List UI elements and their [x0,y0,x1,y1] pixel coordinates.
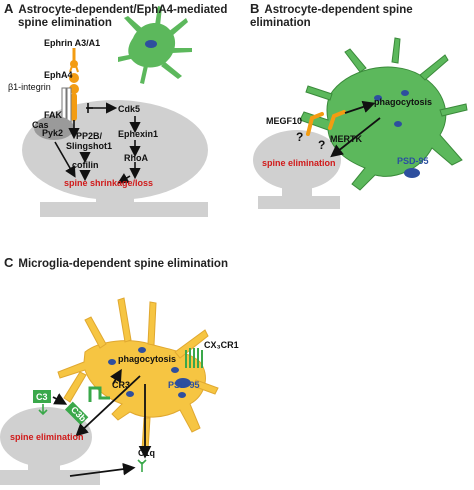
rhoa-label: RhoA [124,153,148,163]
mertk-label: MERTK [330,134,362,144]
c1q-label: C1q [138,448,156,458]
panel-b-astrocyte [299,37,468,191]
panel-b-receptors [306,110,346,136]
panel-a-outcome: spine shrinkage/loss [64,178,154,188]
panel-b-phagocytosis: phagocytosis [374,97,433,107]
cr3-label: CR3 [112,380,131,390]
fak-label: FAK [44,110,62,120]
ephrin-label: Ephrin A3/A1 [44,38,101,48]
pyk2-label: Pyk2 [42,128,64,138]
megf10-label: MEGF10 [266,116,303,126]
panel-c-outcome: spine elimination [10,432,84,442]
cas-label: Cas [32,120,49,130]
c1q-molecule [137,459,147,472]
panel-c-spine [0,407,100,485]
c3b-box [64,401,89,426]
panel-b-outcome: spine elimination [262,158,336,168]
microglia [57,297,219,451]
panel-a-title: A Astrocyte-dependent/EphA4-mediated spin… [4,2,227,30]
panel-b-letter: B [250,1,260,16]
panel-a-title-line1: Astrocyte-dependent/EphA4-mediated [18,4,228,16]
panel-b-spine [253,130,341,209]
fak-complex [34,116,74,140]
panel-c-arrows [52,368,152,477]
c3-label: C3 [36,392,48,402]
epha4-label: EphA4 [44,70,73,80]
panel-a-arrows [54,102,141,184]
panel-b-nuclei [374,90,420,178]
panel-c-letter: C [4,255,14,270]
panel-b-psd95: PSD-95 [397,156,429,166]
b1-integrin-label: β1-integrin [8,82,51,92]
panel-c-nuclei [108,347,191,398]
c3-box [33,390,51,403]
ephrin-ligand [70,48,78,68]
panel-a-letter: A [4,1,14,16]
cofilin-label: cofilin [72,160,99,170]
pp2b-label: PP2B/ [76,131,103,141]
panel-c-title-text: Microglia-dependent spine elimination [18,258,228,270]
c3-deposit [38,404,48,416]
cr3-receptor [88,386,110,402]
panel-c-title: C Microglia-dependent spine elimination [4,256,228,271]
panel-b-question-1: ? [296,130,304,144]
panel-b-title-text: Astrocyte-dependent spine elimination [250,4,413,29]
panel-b-arrows [330,100,381,158]
panel-a-title-line2: spine elimination [18,17,112,29]
panel-c-psd95: PSD-95 [168,380,200,390]
panel-a-astro-nucleus [145,40,157,48]
cx3cr1-receptor [185,348,203,368]
panel-c-phagocytosis: phagocytosis [118,354,177,364]
slingshot-label: Slingshot1 [66,141,113,151]
cdk5-label: Cdk5 [118,104,141,114]
cx3cr1-label: CX₃CR1 [204,340,239,350]
ephexin-label: Ephexin1 [118,129,159,139]
panel-b-question-2: ? [318,138,326,152]
